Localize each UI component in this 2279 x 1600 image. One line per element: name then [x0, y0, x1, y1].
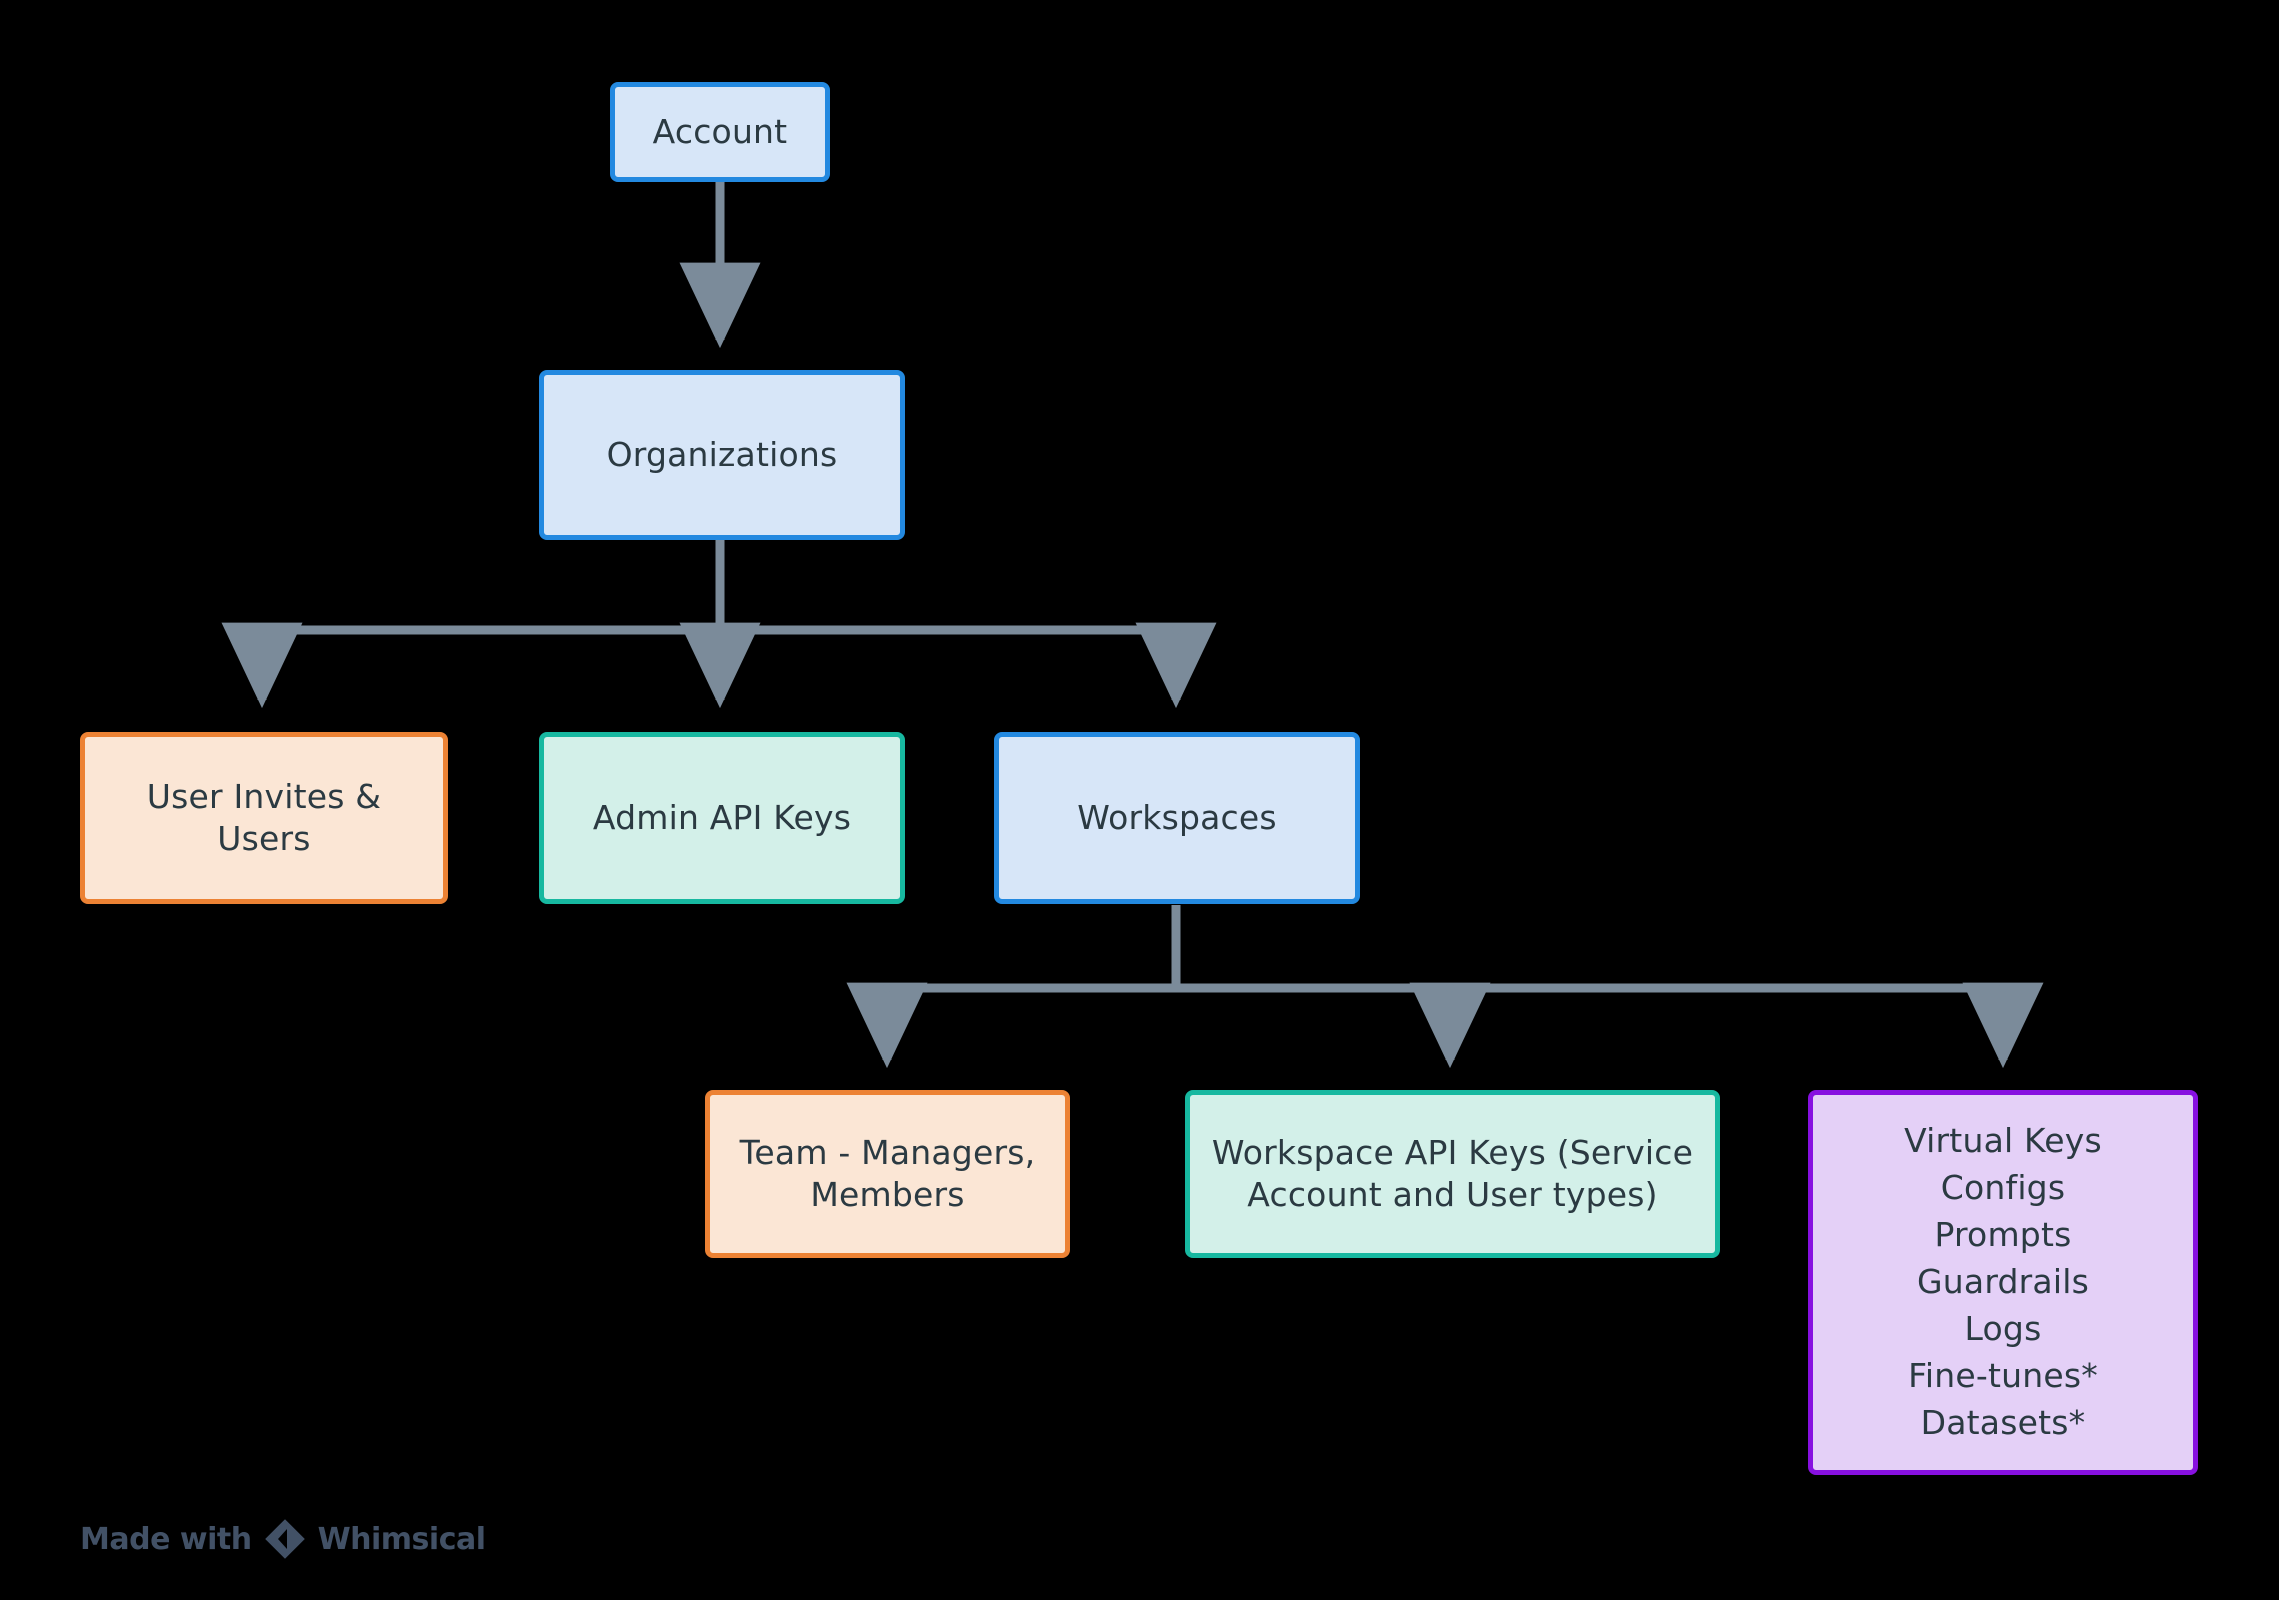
watermark: Made with Whimsical	[80, 1516, 486, 1562]
watermark-text-before: Made with	[80, 1521, 252, 1557]
edge-organizations-to-children	[221, 540, 1217, 709]
node-organizations-label: Organizations	[606, 434, 838, 474]
node-team-managers-members[interactable]: Team - Managers, Members	[705, 1090, 1070, 1258]
node-admin-api-keys-label: Admin API Keys	[592, 797, 852, 837]
whimsical-diamond-icon	[262, 1516, 308, 1562]
node-workspace-resources[interactable]: Virtual Keys Configs Prompts Guardrails …	[1808, 1090, 2198, 1475]
node-admin-api-keys[interactable]: Admin API Keys	[539, 732, 905, 904]
node-account-label: Account	[652, 111, 788, 151]
node-workspace-api-keys-label: Workspace API Keys (Service Account and …	[1211, 1132, 1694, 1214]
node-workspace-api-keys[interactable]: Workspace API Keys (Service Account and …	[1185, 1090, 1720, 1258]
node-team-managers-members-label: Team - Managers, Members	[739, 1132, 1036, 1214]
edge-workspaces-to-children	[846, 905, 2044, 1069]
node-user-invites-users[interactable]: User Invites & Users	[80, 732, 448, 904]
node-account[interactable]: Account	[610, 82, 830, 182]
node-user-invites-users-label: User Invites & Users	[146, 776, 382, 858]
node-workspaces[interactable]: Workspaces	[994, 732, 1360, 904]
node-workspace-resources-label: Virtual Keys Configs Prompts Guardrails …	[1904, 1121, 2102, 1442]
watermark-text-after: Whimsical	[317, 1521, 486, 1557]
node-organizations[interactable]: Organizations	[539, 370, 905, 540]
node-workspaces-label: Workspaces	[1077, 797, 1277, 837]
